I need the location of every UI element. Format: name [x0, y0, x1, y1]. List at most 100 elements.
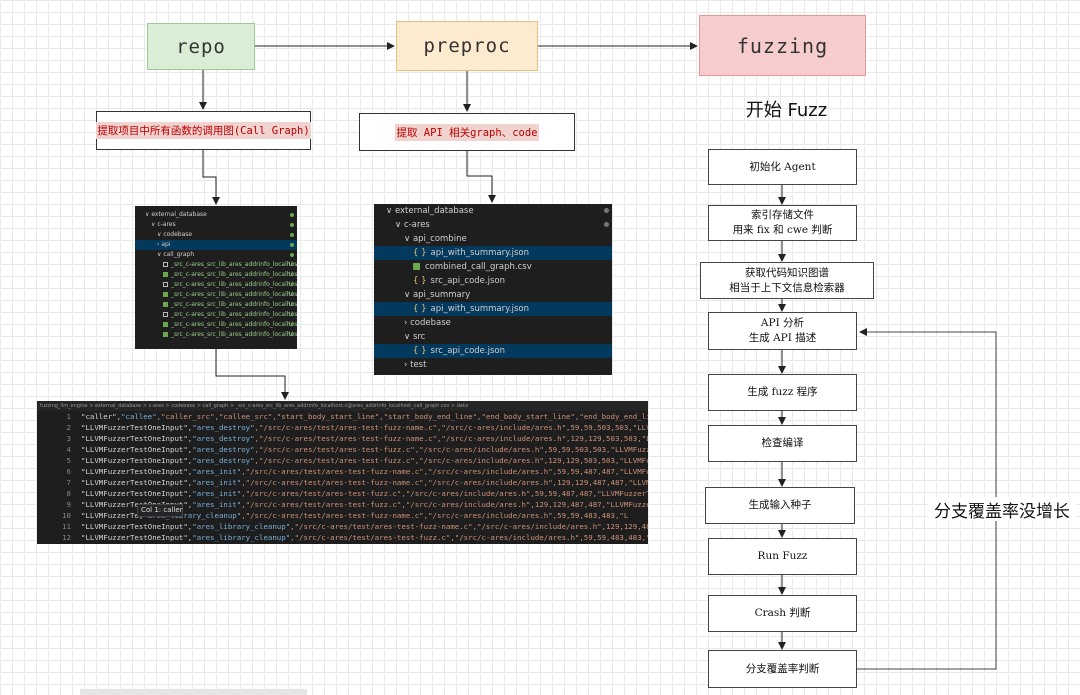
- tree-folder-row[interactable]: › codebase: [374, 316, 612, 330]
- csv-rest: ,"/src/c-ares/test/ares-test-fuzz-name.c…: [241, 467, 648, 476]
- tree-folder-row[interactable]: ∨ external_database: [135, 210, 297, 220]
- line-number: 4: [66, 445, 71, 454]
- tree-item-label: _src_c-ares_src_lib_ares_addrinfo_localh…: [171, 331, 297, 338]
- tree-item-label: _src_c-ares_src_lib_ares_addrinfo_localh…: [171, 291, 297, 298]
- untracked-status: U: [288, 311, 293, 318]
- csv-caller: "LLVMFuzzerTestOneInput": [81, 522, 188, 531]
- csv-caller: "LLVMFuzzerTestOneInput": [81, 456, 188, 465]
- flow-step-1: 初始化 Agent: [708, 149, 857, 185]
- tree-folder-row[interactable]: ∨ codebase: [135, 230, 297, 240]
- tree-folder-row[interactable]: ∨ src: [374, 330, 612, 344]
- tree-item-label: api_combine: [412, 234, 467, 244]
- line-number: 9: [66, 500, 71, 509]
- repo-description-box: 提取项目中所有函数的调用图(Call Graph): [96, 111, 311, 150]
- flow-step-8: Run Fuzz: [708, 538, 857, 575]
- line-number: 3: [66, 434, 71, 443]
- csv-rest: ,"/src/c-ares/test/ares-test-fuzz.c","/s…: [254, 456, 648, 465]
- csv-rest: ,"caller_src","callee_src","start_body_s…: [156, 412, 648, 421]
- tree-item-label: api_with_summary.json: [430, 248, 530, 258]
- csv-rest: ,"/src/c-ares/test/ares-test-fuzz.c","/s…: [241, 489, 648, 498]
- csv-separator: ,: [187, 500, 193, 509]
- csv-rest: ,"/src/c-ares/test/ares-test-fuzz-name.c…: [254, 434, 648, 443]
- csv-caller: "LLVMFuzzerTe: [81, 511, 139, 520]
- preproc-description-box: 提取 API 相关graph、code: [359, 113, 575, 151]
- tree-file-row[interactable]: _src_c-ares_src_lib_ares_addrinfo_localh…: [135, 310, 297, 320]
- csv-callee: "ares_init": [192, 500, 242, 509]
- tree-file-row[interactable]: _src_c-ares_src_lib_ares_addrinfo_localh…: [135, 260, 297, 270]
- flow-step-line2: 生成 API 描述: [748, 332, 817, 344]
- csv-callee: "ares_library_cleanup": [192, 522, 291, 531]
- tree-folder-row[interactable]: › api: [135, 240, 297, 250]
- fuzzing-node: fuzzing: [699, 15, 866, 76]
- tree-item-label: combined_call_graph.csv: [425, 262, 532, 272]
- flow-step-line1: 索引存储文件: [751, 209, 814, 221]
- csv-file-icon: [413, 263, 420, 270]
- tree-item-label: external_database: [394, 206, 474, 216]
- line-number: 1: [66, 412, 71, 421]
- tree-item-label: _src_c-ares_src_lib_ares_addrinfo_localh…: [171, 271, 297, 278]
- bottom-scrollbar[interactable]: [80, 689, 307, 695]
- csv-separator: ,: [187, 445, 193, 454]
- tree-file-row[interactable]: _src_c-ares_src_lib_ares_addrinfo_localh…: [135, 330, 297, 340]
- preproc-description-text: 提取 API 相关graph、code: [395, 123, 539, 141]
- json-file-icon: { }: [413, 248, 427, 258]
- tree-folder-row[interactable]: ∨ c-ares: [374, 218, 612, 232]
- csv-separator: ,: [187, 522, 193, 531]
- tree-folder-row[interactable]: › test: [374, 358, 612, 372]
- csv-file-icon: [163, 322, 168, 327]
- tree-file-row[interactable]: { }src_api_code.json: [374, 274, 612, 288]
- line-number: 2: [66, 423, 71, 432]
- tree-file-row[interactable]: _src_c-ares_src_lib_ares_addrinfo_localh…: [135, 300, 297, 310]
- status-dot-icon: [604, 208, 609, 213]
- flow-step-line1: Run Fuzz: [757, 550, 808, 562]
- tree-folder-row[interactable]: ∨ api_summary: [374, 288, 612, 302]
- flow-step-line1: Crash 判断: [754, 607, 811, 619]
- csv-file-icon: [163, 292, 168, 297]
- csv-editor-panel: fuzzing_llm_engine > external_database >…: [37, 401, 648, 544]
- csv-line: 7"LLVMFuzzerTestOneInput","ares_init","/…: [37, 477, 648, 488]
- chevron-right-icon: ›: [404, 318, 411, 328]
- csv-callee: "ares_init": [192, 478, 242, 487]
- untracked-status: U: [288, 331, 293, 338]
- chevron-down-icon: ∨: [386, 206, 395, 216]
- status-dot-icon: [290, 223, 294, 227]
- tree-file-row[interactable]: _src_c-ares_src_lib_ares_addrinfo_localh…: [135, 320, 297, 330]
- tree-item-label: _src_c-ares_src_lib_ares_addrinfo_localh…: [171, 261, 297, 268]
- csv-callee: "ares_init": [192, 467, 242, 476]
- flow-step-2: 索引存储文件用来 fix 和 cwe 判断: [708, 205, 857, 241]
- chevron-down-icon: ∨: [145, 211, 152, 218]
- csv-callee: "ares_library_cleanup": [192, 533, 291, 542]
- line-number: 7: [66, 478, 71, 487]
- tree-folder-row[interactable]: ∨ external_database: [374, 204, 612, 218]
- csv-line: 8"LLVMFuzzerTestOneInput","ares_init","/…: [37, 488, 648, 499]
- tree-file-row[interactable]: { }api_with_summary.json: [374, 302, 612, 316]
- untracked-status: U: [288, 291, 293, 298]
- tree-file-row[interactable]: _src_c-ares_src_lib_ares_addrinfo_localh…: [135, 270, 297, 280]
- tree-file-row[interactable]: { }api_with_summary.json: [374, 246, 612, 260]
- tree-file-row[interactable]: _src_c-ares_src_lib_ares_addrinfo_localh…: [135, 290, 297, 300]
- tree-file-row[interactable]: { }src_api_code.json: [374, 344, 612, 358]
- csv-caller: "LLVMFuzzerTestOneInput": [81, 533, 188, 542]
- tree-item-label: _src_c-ares_src_lib_ares_addrinfo_localh…: [171, 321, 297, 328]
- csv-file-icon: [163, 282, 168, 287]
- editor-breadcrumb[interactable]: fuzzing_llm_engine > external_database >…: [37, 401, 648, 411]
- flow-step-9: Crash 判断: [708, 595, 857, 632]
- flow-step-6: 检查编译: [708, 425, 857, 462]
- tree-item-label: src: [412, 332, 426, 342]
- tree-folder-row[interactable]: ∨ c-ares: [135, 220, 297, 230]
- tree-folder-row[interactable]: ∨ call_graph: [135, 250, 297, 260]
- chevron-down-icon: ∨: [151, 221, 158, 228]
- flow-step-line1: 分支覆盖率判断: [745, 662, 820, 675]
- column-tooltip: Col 1: caller: [137, 504, 183, 517]
- tree-file-row[interactable]: combined_call_graph.csv: [374, 260, 612, 274]
- tree-item-label: external_database: [151, 211, 207, 218]
- fuzzing-label: fuzzing: [736, 33, 829, 58]
- status-dot-icon: [290, 233, 294, 237]
- tree-folder-row[interactable]: ∨ api_combine: [374, 232, 612, 246]
- flow-step-line2: 用来 fix 和 cwe 判断: [732, 224, 833, 236]
- start-fuzz-label: 开始 Fuzz: [745, 100, 828, 121]
- line-number: 12: [62, 533, 71, 542]
- csv-caller: "LLVMFuzzerTestOneInput": [81, 434, 188, 443]
- tree-file-row[interactable]: _src_c-ares_src_lib_ares_addrinfo_localh…: [135, 280, 297, 290]
- flow-step-10: 分支覆盖率判断: [708, 650, 857, 688]
